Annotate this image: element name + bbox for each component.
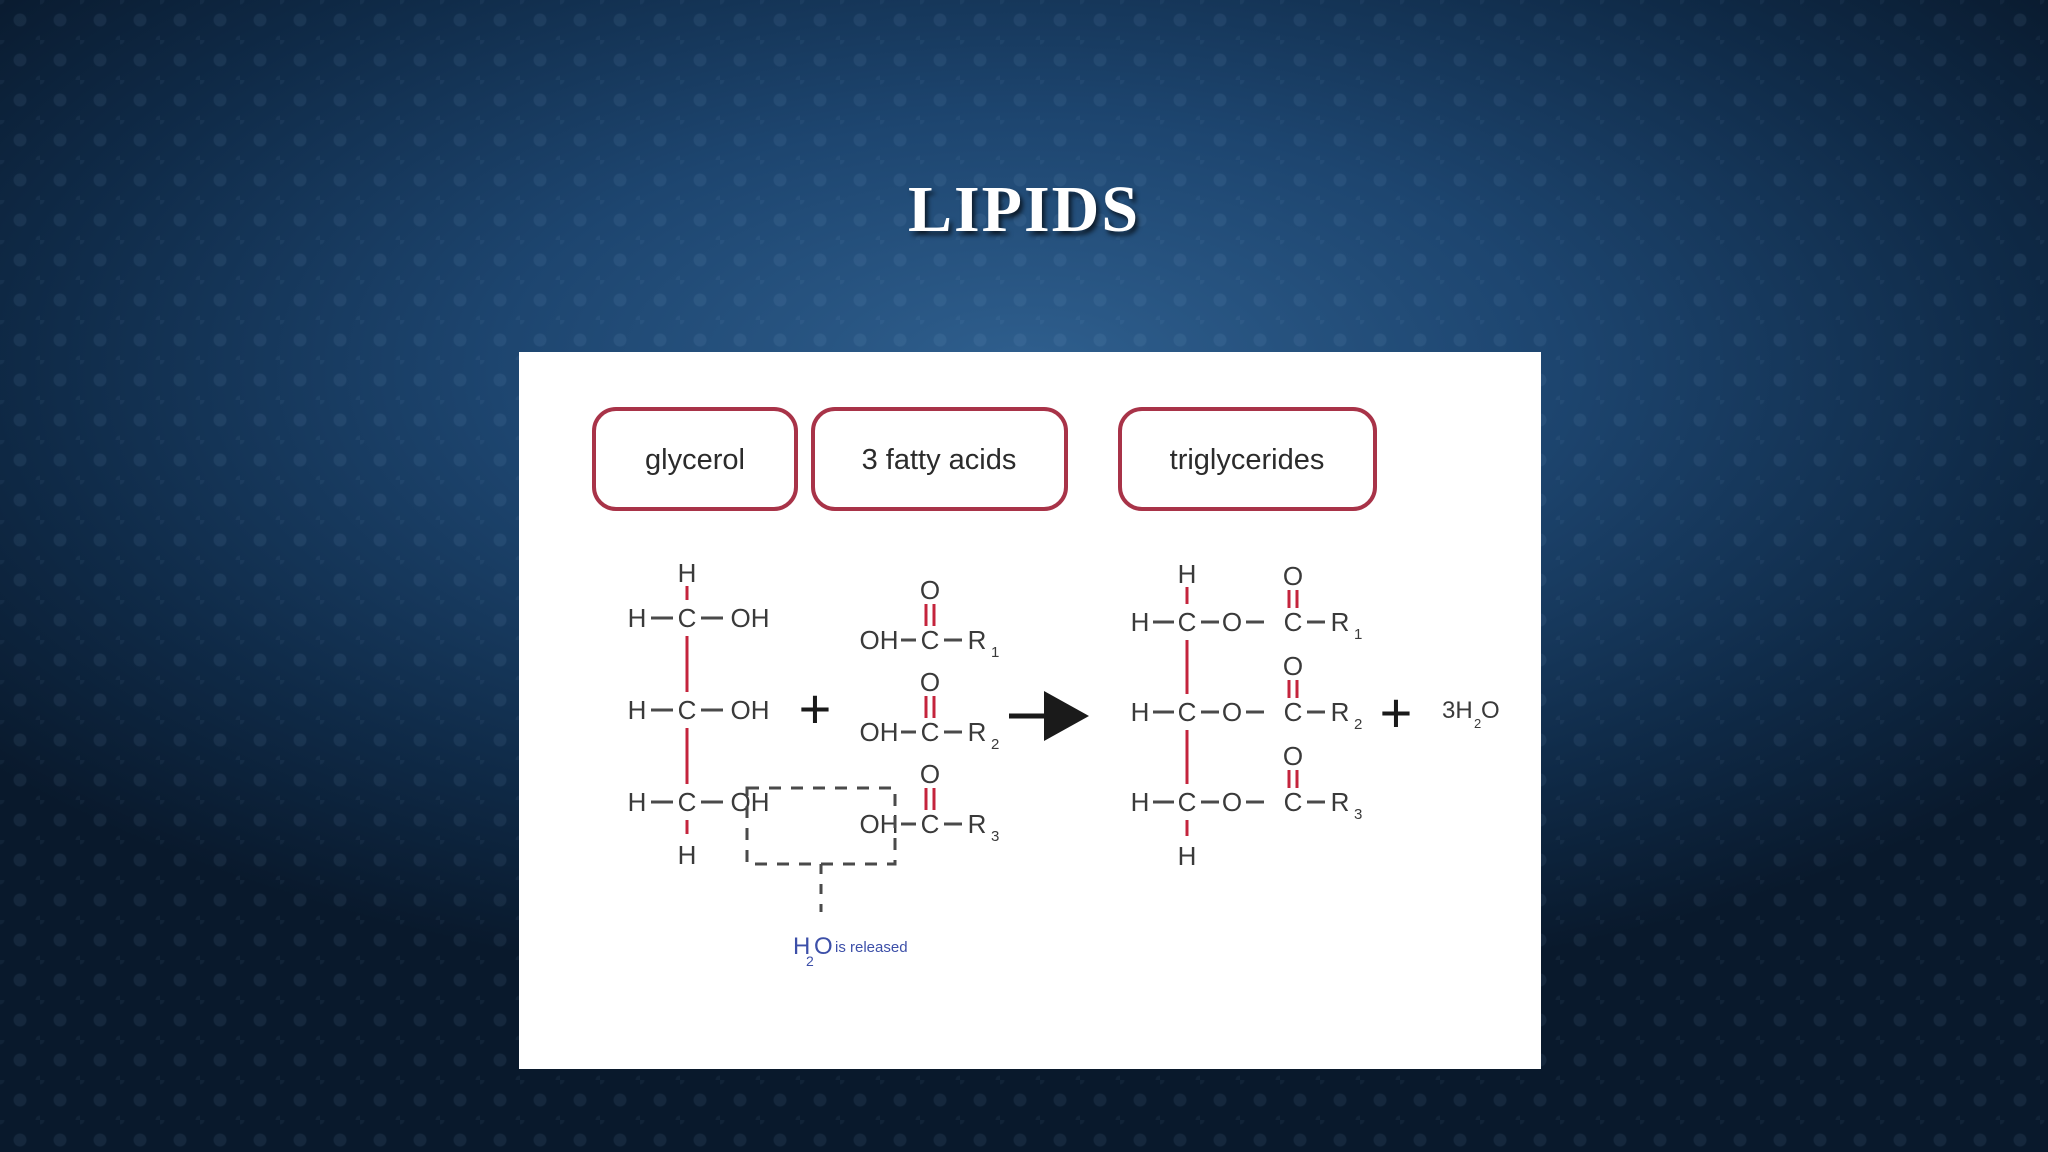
fa2-r: R xyxy=(968,717,987,747)
tg-carbonyl-o1: O xyxy=(1283,561,1303,591)
fa1-r-sub: 1 xyxy=(991,644,999,661)
glycerol-text: glycerol xyxy=(645,444,745,476)
glycerol-c2: C xyxy=(678,695,697,725)
plus-sign-2: + xyxy=(1380,681,1413,744)
fa2-c: C xyxy=(921,717,940,747)
glycerol-bottom-h: H xyxy=(678,840,697,870)
tg-o2: O xyxy=(1222,697,1242,727)
triglyceride-structure: H H H C O O C R 1 H C O O C R 2 H xyxy=(1131,559,1363,871)
fa1-r: R xyxy=(968,625,987,655)
glycerol-label: glycerol xyxy=(592,407,798,511)
reaction-diagram: glycerol 3 fatty acids triglycerides H H… xyxy=(592,407,1500,969)
tg-r1-sub: 1 xyxy=(1354,626,1362,643)
released-o: O xyxy=(814,933,833,960)
triglycerides-box xyxy=(1118,407,1377,511)
released-sub: 2 xyxy=(806,953,814,969)
plus-sign-1: + xyxy=(799,677,832,740)
glycerol-oh2: OH xyxy=(731,695,770,725)
water-product: 3H 2 O xyxy=(1442,697,1500,731)
glycerol-c1: C xyxy=(678,603,697,633)
tg-carbonyl-o2: O xyxy=(1283,651,1303,681)
tg-ester-c2: C xyxy=(1284,697,1303,727)
glycerol-top-h: H xyxy=(678,558,697,588)
tg-ester-c1: C xyxy=(1284,607,1303,637)
glycerol-box xyxy=(592,407,798,511)
glycerol-h3: H xyxy=(628,787,647,817)
slide-title: LIPIDS xyxy=(907,173,1141,246)
tg-r3: R xyxy=(1331,787,1350,817)
fa3-oh: OH xyxy=(860,809,899,839)
fa1-c: C xyxy=(921,625,940,655)
glycerol-h1: H xyxy=(628,603,647,633)
triglycerides-label: triglycerides xyxy=(1118,407,1377,511)
glycerol-h2: H xyxy=(628,695,647,725)
fa3-o: O xyxy=(920,759,940,789)
water-released-note: H 2 O is released xyxy=(793,933,908,969)
tg-r2: R xyxy=(1331,697,1350,727)
fatty-acids-box xyxy=(811,407,1068,511)
fa1-oh: OH xyxy=(860,625,899,655)
tg-o3: O xyxy=(1222,787,1242,817)
water-product-prefix: 3H xyxy=(1442,697,1473,724)
released-text: is released xyxy=(835,939,908,956)
tg-ester-c3: C xyxy=(1284,787,1303,817)
water-product-sub: 2 xyxy=(1474,716,1481,731)
tg-c1: C xyxy=(1178,607,1197,637)
fa2-o: O xyxy=(920,667,940,697)
fa3-c: C xyxy=(921,809,940,839)
fa1-o: O xyxy=(920,575,940,605)
tg-r3-sub: 3 xyxy=(1354,806,1362,823)
tg-h3: H xyxy=(1131,787,1150,817)
tg-o1: O xyxy=(1222,607,1242,637)
fa3-r-sub: 3 xyxy=(991,828,999,845)
water-product-suffix: O xyxy=(1481,697,1500,724)
tg-h1: H xyxy=(1131,607,1150,637)
fatty-acids-label: 3 fatty acids xyxy=(811,407,1068,511)
glycerol-oh1: OH xyxy=(731,603,770,633)
tg-bottom-h: H xyxy=(1178,841,1197,871)
glycerol-oh3: OH xyxy=(731,787,770,817)
glycerol-c3: C xyxy=(678,787,697,817)
fa2-oh: OH xyxy=(860,717,899,747)
glycerol-structure: H H H C OH H C OH H C OH xyxy=(628,558,770,870)
triglycerides-text: triglycerides xyxy=(1170,444,1325,476)
tg-c3: C xyxy=(1178,787,1197,817)
tg-c2: C xyxy=(1178,697,1197,727)
fatty-acids-structure: O OH C R 1 O OH C R 2 O OH C R 3 xyxy=(860,575,1000,845)
reaction-figure: glycerol 3 fatty acids triglycerides H H… xyxy=(519,352,1541,1069)
tg-h2: H xyxy=(1131,697,1150,727)
fatty-acids-text: 3 fatty acids xyxy=(862,444,1017,476)
tg-r2-sub: 2 xyxy=(1354,716,1362,733)
fa2-r-sub: 2 xyxy=(991,736,999,753)
tg-r1: R xyxy=(1331,607,1350,637)
fa3-r: R xyxy=(968,809,987,839)
released-h: H xyxy=(793,933,810,960)
tg-carbonyl-o3: O xyxy=(1283,741,1303,771)
tg-top-h: H xyxy=(1178,559,1197,589)
